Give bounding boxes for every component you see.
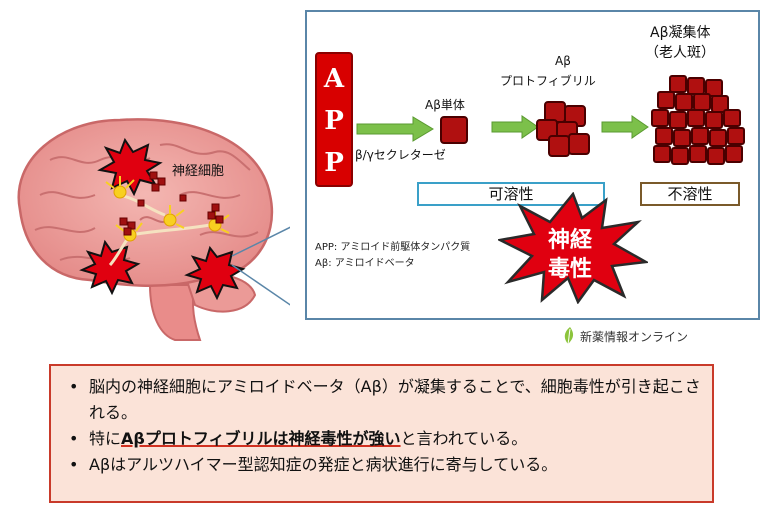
summary-bullet-2: 特にAβプロトフィブリルは神経毒性が強いと言われている。: [69, 426, 702, 452]
summary-bullet-3-text: Aβはアルツハイマー型認知症の発症と病状進行に寄与している。: [89, 455, 558, 474]
app-letter-a: A: [323, 64, 345, 94]
legend-abeta: Aβ: アミロイドベータ: [315, 258, 415, 269]
protofibril-label-line2: プロトフィブリル: [500, 74, 596, 88]
summary-bullet-1-text: 脳内の神経細胞にアミロイドベータ（Aβ）が凝集することで、細胞毒性が引き起こされ…: [89, 377, 701, 422]
summary-bullet-2-prefix: 特に: [89, 429, 122, 448]
aggregate-label-line2: （老人斑）: [645, 45, 715, 61]
neurotoxicity-text-line1: 神経: [548, 228, 593, 253]
abeta-monomer-block: [440, 116, 468, 144]
app-box: A P P: [315, 52, 353, 187]
toxicity-burst-right: [184, 245, 246, 301]
toxicity-burst-top: [97, 137, 163, 197]
neurotoxicity-text-line2: 毒性: [548, 257, 593, 282]
soluble-box: 可溶性: [417, 182, 605, 206]
abbreviation-legend: APP: アミロイド前駆体タンパク質 Aβ: アミロイドベータ: [315, 240, 470, 272]
summary-bullet-3: Aβはアルツハイマー型認知症の発症と病状進行に寄与している。: [69, 452, 702, 478]
abeta-protofibril-cluster: [536, 101, 590, 157]
aggregate-label-line1: Aβ凝集体: [650, 25, 711, 41]
brain-illustration: [17, 118, 290, 341]
legend-app: APP: アミロイド前駆体タンパク質: [315, 242, 471, 253]
toxicity-burst-left: [79, 239, 141, 296]
summary-bullet-2-suffix: と言われている。: [400, 429, 528, 448]
arrow-monomer-to-protofibril: [491, 115, 539, 139]
insoluble-box: 不溶性: [640, 182, 740, 206]
amyloid-deposits: [119, 171, 224, 236]
summary-bullet-1: 脳内の神経細胞にアミロイドベータ（Aβ）が凝集することで、細胞毒性が引き起こされ…: [69, 374, 702, 426]
neuron-label: 神経細胞: [172, 164, 225, 179]
secretase-label: β/γセクレターゼ: [355, 148, 446, 162]
callout-line-bottom: [231, 264, 290, 306]
app-letter-p2: P: [324, 148, 344, 178]
callout-line-top: [231, 226, 290, 257]
summary-box: 脳内の神経細胞にアミロイドベータ（Aβ）が凝集することで、細胞毒性が引き起こされ…: [49, 364, 714, 503]
protofibril-label-line1: Aβ: [555, 54, 571, 68]
leaf-logo-icon: [564, 327, 574, 345]
app-letter-p1: P: [324, 106, 344, 136]
summary-list: 脳内の神経細胞にアミロイドベータ（Aβ）が凝集することで、細胞毒性が引き起こされ…: [51, 366, 712, 478]
summary-bullet-2-highlight: Aβプロトフィブリルは神経毒性が強い: [121, 429, 401, 448]
arrow-protofibril-to-aggregate: [601, 115, 649, 139]
cerebrum: [17, 118, 274, 287]
monomer-label: Aβ単体: [425, 98, 465, 112]
abeta-aggregate-cluster: [651, 75, 745, 165]
arrow-app-to-monomer: [356, 116, 434, 142]
brand-name: 新薬情報オンライン: [580, 330, 689, 344]
neurotoxicity-burst: [498, 192, 648, 304]
